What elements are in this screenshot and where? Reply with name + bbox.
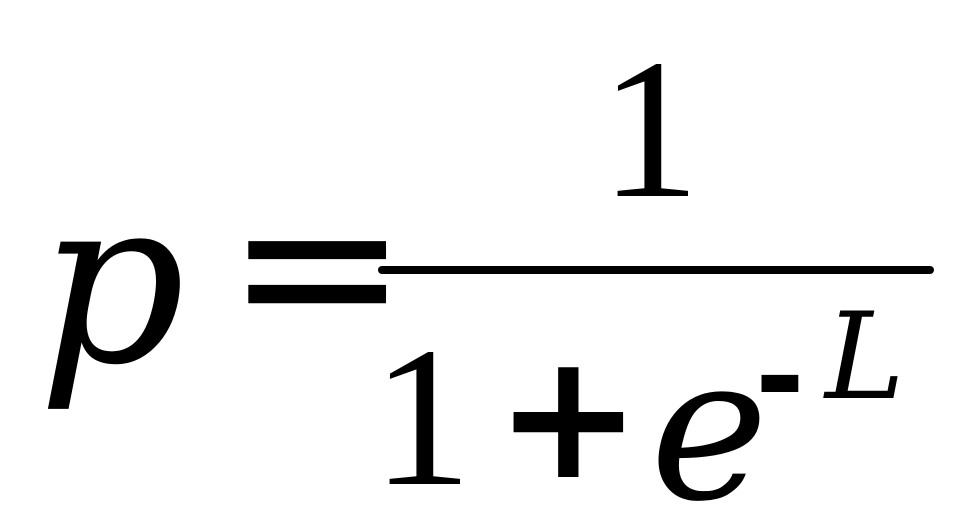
exponent-minus-sign: - (755, 308, 805, 447)
variable-p: p (38, 149, 186, 416)
exponential-base-e: e (650, 313, 769, 516)
numerator: 1 (600, 19, 700, 240)
exponent-variable-l: L (825, 288, 905, 427)
equals-sign: = (225, 137, 410, 393)
plus-sign: + (495, 316, 642, 516)
fraction-bar (378, 266, 934, 274)
denominator-one: 1 (372, 307, 472, 516)
